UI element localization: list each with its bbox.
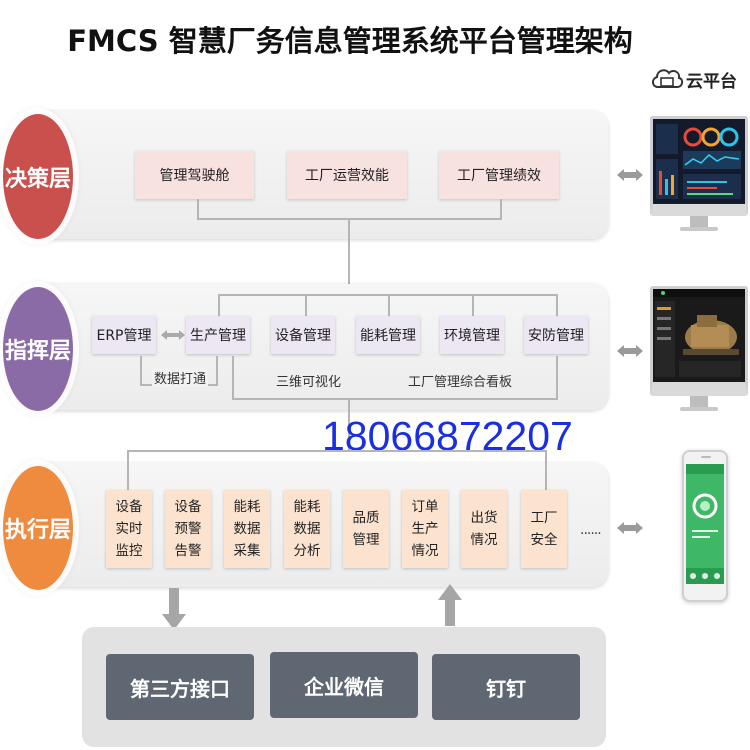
exec-box-energy-analysis: 能耗数据分析	[284, 490, 330, 568]
command-layer-badge: 指挥层	[3, 287, 73, 411]
visualization-bracket	[232, 356, 558, 400]
exec-box-shipment: 出货情况	[461, 490, 507, 568]
overlay-phone-number: 18066872207	[322, 413, 573, 459]
cloud-platform-label: 云平台	[686, 72, 737, 92]
execution-layer-badge: 执行层	[3, 466, 73, 590]
command-box-energy: 能耗管理	[356, 316, 420, 354]
cloud-platform: 云平台	[650, 60, 745, 96]
command-box-security: 安防管理	[524, 316, 588, 354]
bidirectional-arrow-icon	[161, 330, 185, 340]
exec-box-energy-collection: 能耗数据采集	[224, 490, 270, 568]
decision-layer-label: 决策层	[4, 166, 71, 192]
command-connector	[388, 294, 390, 316]
up-arrow-icon	[438, 584, 462, 626]
command-layer-label: 指挥层	[4, 339, 71, 364]
command-connector	[218, 294, 220, 316]
3d-equipment-monitor-image	[650, 286, 748, 416]
exec-box-factory-safety: 工厂安全	[521, 490, 567, 568]
layer-connector	[348, 218, 350, 295]
exec-box-equipment-monitoring: 设备实时监控	[106, 490, 152, 568]
decision-box-performance: 工厂管理绩效	[439, 151, 559, 199]
decision-connector	[500, 199, 502, 219]
decision-connector	[197, 199, 199, 219]
command-connector	[305, 294, 307, 316]
exec-box-order-production: 订单生产情况	[402, 490, 448, 568]
mobile-app-phone-image	[682, 450, 728, 602]
execution-ellipsis: ......	[580, 522, 602, 538]
command-box-environment: 环境管理	[440, 316, 504, 354]
dashboard-monitor-image	[650, 116, 748, 234]
decision-box-cockpit: 管理驾驶舱	[135, 151, 254, 199]
integration-wecom: 企业微信	[270, 652, 418, 718]
down-arrow-icon	[162, 588, 186, 630]
command-connector	[472, 294, 474, 316]
cloud-icon	[652, 69, 684, 88]
bidirectional-arrow-icon	[617, 522, 643, 534]
execution-connector	[127, 450, 547, 452]
integration-dingtalk: 钉钉	[432, 654, 580, 720]
3d-visualization-note: 三维可视化	[276, 375, 342, 390]
decision-layer-badge: 决策层	[3, 114, 73, 239]
command-box-production: 生产管理	[186, 316, 250, 354]
integration-third-party-api: 第三方接口	[106, 654, 254, 720]
execution-connector	[127, 450, 129, 490]
bidirectional-arrow-icon	[617, 169, 643, 181]
page-title: FMCS 智慧厂务信息管理系统平台管理架构	[67, 24, 633, 58]
command-box-equipment: 设备管理	[271, 316, 335, 354]
bidirectional-arrow-icon	[617, 345, 643, 357]
decision-box-operation-efficiency: 工厂运营效能	[287, 151, 407, 199]
exec-box-quality: 品质管理	[343, 490, 389, 568]
factory-dashboard-note: 工厂管理综合看板	[408, 375, 513, 390]
command-connector	[556, 294, 558, 316]
exec-box-equipment-alarm: 设备预警告警	[165, 490, 211, 568]
data-sharing-note: 数据打通	[152, 368, 209, 387]
command-box-erp: ERP管理	[92, 316, 156, 354]
layer-connector	[348, 398, 350, 452]
execution-layer-label: 执行层	[4, 518, 71, 543]
execution-connector	[545, 450, 547, 490]
